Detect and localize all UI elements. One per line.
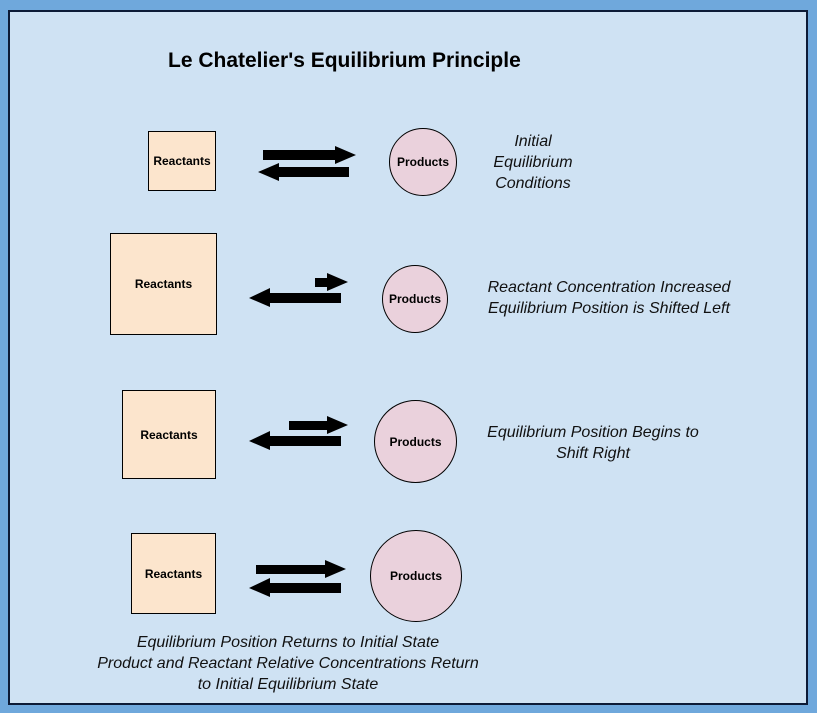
reactants-box-returned: Reactants (131, 533, 216, 614)
forward-arrow-shift-right (289, 416, 348, 434)
note-line: Equilibrium Position Returns to Initial … (136, 634, 440, 651)
reactants-box-shift-right: Reactants (122, 390, 216, 479)
note-initial-conditions: Initial Equilibrium Conditions (468, 131, 598, 194)
note-line: Initial (514, 133, 552, 150)
note-line: Shift Right (556, 445, 630, 462)
products-circle-shifted-left: Products (382, 265, 448, 333)
products-circle-returned: Products (370, 530, 462, 622)
note-line: to Initial Equilibrium State (197, 676, 379, 693)
note-line: Equilibrium Position Begins to (487, 424, 699, 441)
forward-arrow-shifted-left (315, 273, 348, 291)
reverse-arrow-shift-right (249, 431, 341, 450)
note-line: Reactant Concentration Increased (487, 279, 731, 296)
products-circle-initial: Products (389, 128, 457, 196)
forward-arrow-initial (263, 146, 356, 164)
reverse-arrow-shifted-left (249, 288, 341, 307)
forward-arrow-returned (256, 560, 346, 578)
note-line: Product and Reactant Relative Concentrat… (97, 655, 479, 672)
note-line: Equilibrium Position is Shifted Left (488, 300, 730, 317)
reverse-arrow-initial (258, 163, 349, 181)
note-returns-initial-state: Equilibrium Position Returns to Initial … (48, 632, 528, 695)
reactants-box-initial: Reactants (148, 131, 216, 191)
note-begins-shift-right: Equilibrium Position Begins to Shift Rig… (462, 422, 724, 464)
note-line: Conditions (495, 175, 571, 192)
reverse-arrow-returned (249, 578, 341, 597)
diagram-title: Le Chatelier's Equilibrium Principle (168, 49, 521, 72)
note-line: Equilibrium (493, 154, 573, 171)
reactants-box-increased: Reactants (110, 233, 217, 335)
products-circle-shift-right: Products (374, 400, 457, 483)
note-shifted-left: Reactant Concentration Increased Equilib… (458, 277, 760, 319)
